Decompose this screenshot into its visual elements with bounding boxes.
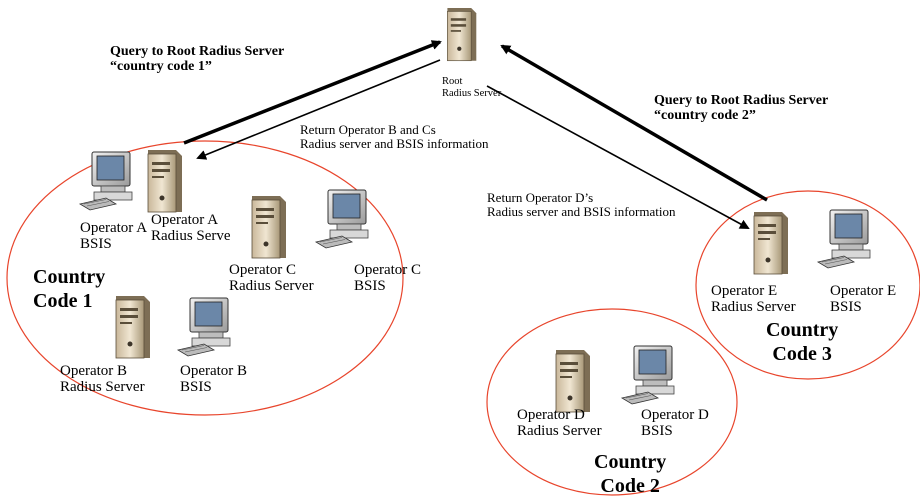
root-label-line1: Root	[442, 76, 463, 87]
return-right-line2: Radius server and BSIS information	[487, 204, 676, 220]
query-label-left: Query to Root Radius Server “country cod…	[110, 44, 284, 74]
root-label-line2: Radius Server	[442, 88, 502, 100]
operator-e-bsis-line1: Operator E	[830, 283, 897, 299]
country-code-3-line2: Code 3	[772, 343, 832, 365]
return-left-line2: Radius server and BSIS information	[300, 136, 489, 152]
root-server-icon	[446, 7, 477, 62]
operator-e-bsis-computer-icon	[817, 209, 871, 269]
operator-c-bsis-computer-icon	[315, 189, 369, 249]
operator-e-radius-line1: Operator E	[711, 283, 778, 299]
query-left-line2: “country code 1”	[110, 59, 212, 75]
operator-b-bsis-line2: BSIS	[180, 379, 212, 396]
operator-e-bsis-line2: BSIS	[830, 299, 862, 316]
return-label-left: Return Operator B and Cs Radius server a…	[300, 122, 489, 152]
return-label-right: Return Operator D’s Radius server and BS…	[487, 190, 676, 220]
operator-e-radius-label: Operator E Radius Server	[711, 283, 796, 315]
query-left-line1: Query to Root Radius Server	[110, 44, 285, 59]
operator-d-radius-line1: Operator D	[517, 407, 585, 423]
country-code-2-line2: Code 2	[600, 475, 660, 497]
operator-c-radius-line2: Radius Server	[229, 278, 314, 295]
operator-e-radius-line2: Radius Server	[711, 299, 796, 316]
query-arrow-left	[183, 40, 442, 145]
operator-c-bsis-label: Operator C BSIS	[354, 262, 421, 294]
operator-b-radius-line1: Operator B	[60, 363, 128, 379]
return-arrow-right	[486, 85, 750, 229]
query-arrow-right	[500, 44, 768, 202]
query-right-line1: Query to Root Radius Server	[654, 93, 829, 108]
operator-a-bsis-line2: BSIS	[80, 236, 112, 253]
operator-b-radius-server-icon	[115, 295, 151, 359]
operator-a-bsis-line1: Operator A	[80, 220, 148, 236]
operator-b-bsis-label: Operator B BSIS	[180, 363, 247, 395]
country-code-1-region	[6, 140, 404, 416]
operator-d-bsis-line2: BSIS	[641, 423, 673, 440]
operator-a-radius-label: Operator A Radius Serve	[151, 212, 231, 244]
operator-d-radius-server-icon	[555, 349, 591, 413]
query-right-line2: “country code 2”	[654, 108, 756, 124]
return-arrow-left	[196, 59, 441, 160]
country-code-2-region	[486, 308, 738, 496]
root-server-label: Root Radius Server	[442, 76, 501, 100]
country-code-2-line1: Country	[594, 451, 667, 473]
operator-a-bsis-label: Operator A BSIS	[80, 220, 147, 252]
operator-b-radius-label: Operator B Radius Server	[60, 363, 145, 395]
operator-a-bsis-computer-icon	[79, 151, 133, 211]
country-code-1-line2: Code 1	[33, 290, 93, 312]
operator-a-radius-server-icon	[147, 149, 183, 213]
operator-b-bsis-line1: Operator B	[180, 363, 248, 379]
operator-c-radius-line1: Operator C	[229, 262, 297, 278]
operator-b-radius-line2: Radius Server	[60, 379, 145, 396]
operator-b-bsis-computer-icon	[177, 297, 231, 357]
operator-a-radius-line2: Radius Serve	[151, 228, 231, 245]
operator-d-radius-label: Operator D Radius Server	[517, 407, 602, 439]
operator-d-bsis-line1: Operator D	[641, 407, 709, 423]
country-code-1-label: Country Code 1	[33, 265, 105, 313]
operator-c-radius-label: Operator C Radius Server	[229, 262, 314, 294]
operator-a-radius-line1: Operator A	[151, 212, 219, 228]
operator-e-radius-server-icon	[753, 211, 789, 275]
return-left-line1: Return Operator B and Cs	[300, 122, 436, 137]
country-code-3-region	[695, 190, 920, 380]
country-code-2-label: Country Code 2	[594, 450, 666, 498]
operator-c-bsis-line1: Operator C	[354, 262, 422, 278]
operator-d-radius-line2: Radius Server	[517, 423, 602, 440]
operator-d-bsis-computer-icon	[621, 345, 675, 405]
country-code-1-line1: Country	[33, 266, 106, 288]
country-code-3-label: Country Code 3	[766, 318, 838, 366]
query-label-right: Query to Root Radius Server “country cod…	[654, 93, 828, 123]
return-right-line1: Return Operator D’s	[487, 190, 594, 205]
operator-d-bsis-label: Operator D BSIS	[641, 407, 709, 439]
operator-c-bsis-line2: BSIS	[354, 278, 386, 295]
operator-c-radius-server-icon	[251, 195, 287, 259]
country-code-3-line1: Country	[766, 319, 839, 341]
operator-e-bsis-label: Operator E BSIS	[830, 283, 896, 315]
